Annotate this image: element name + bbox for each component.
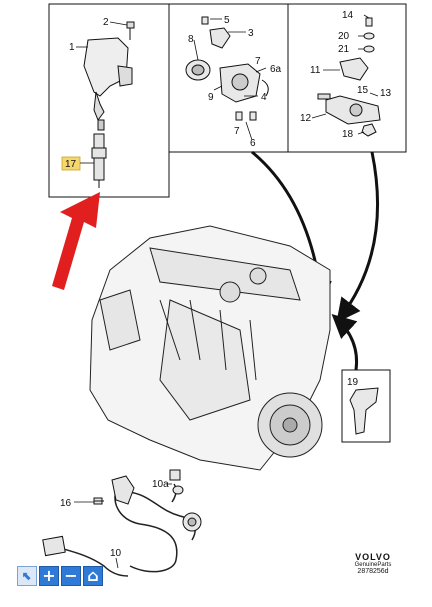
callout-7-upper: 7 bbox=[255, 56, 261, 67]
brand-subtitle: GenuineParts bbox=[354, 562, 392, 568]
callout-17-highlight bbox=[61, 156, 81, 171]
knock-sensor-parts bbox=[42, 469, 202, 557]
callout-6: 6 bbox=[250, 138, 256, 149]
select-cursor-button[interactable]: ⬉ bbox=[17, 566, 37, 586]
zoom-out-button[interactable]: − bbox=[61, 566, 81, 586]
callout-11: 11 bbox=[310, 65, 321, 76]
callout-10a: 10a bbox=[152, 479, 169, 490]
callout-15: 15 bbox=[357, 85, 369, 96]
plus-icon: + bbox=[42, 566, 56, 585]
throttle-sensor-drawing bbox=[185, 16, 269, 121]
spark-plug-drawing bbox=[91, 133, 107, 188]
callout-5: 5 bbox=[224, 15, 230, 26]
callout-9: 9 bbox=[208, 92, 214, 103]
bolt-drawing bbox=[126, 21, 135, 40]
brand-name: VOLVO bbox=[355, 552, 391, 562]
callout-2: 2 bbox=[103, 17, 109, 28]
engine-drawing bbox=[89, 225, 331, 471]
callout-21: 21 bbox=[338, 44, 350, 55]
callout-4: 4 bbox=[261, 92, 267, 103]
callout-12: 12 bbox=[300, 113, 312, 124]
callout-1: 1 bbox=[69, 42, 75, 53]
diagram-number: 2878256d bbox=[357, 568, 389, 575]
callout-10: 10 bbox=[110, 548, 122, 559]
callout-20: 20 bbox=[338, 31, 350, 42]
frame-camshaft-sensor bbox=[287, 3, 407, 153]
callout-3: 3 bbox=[248, 28, 254, 39]
callout-14: 14 bbox=[342, 10, 354, 21]
cursor-icon: ⬉ bbox=[21, 569, 33, 583]
callout-17: 17 bbox=[65, 159, 77, 170]
volvo-branding: VOLVO GenuineParts 2878256d bbox=[338, 552, 408, 575]
minus-icon: − bbox=[64, 566, 78, 585]
callout-8: 8 bbox=[188, 34, 194, 45]
ignition-coil-drawing bbox=[83, 37, 133, 131]
callout-19: 19 bbox=[347, 377, 359, 388]
zoom-in-button[interactable]: + bbox=[39, 566, 59, 586]
callout-16: 16 bbox=[60, 498, 72, 509]
frame-bracket bbox=[341, 369, 391, 443]
callout-18: 18 bbox=[342, 129, 354, 140]
callout-7-lower: 7 bbox=[234, 126, 240, 137]
highlight-arrow bbox=[52, 192, 100, 290]
home-button[interactable]: ⌂ bbox=[83, 566, 103, 586]
leader-lines bbox=[76, 14, 379, 141]
callout-13: 13 bbox=[380, 88, 392, 99]
zoom-toolbar: ⬉ + − ⌂ bbox=[17, 566, 103, 586]
home-icon: ⌂ bbox=[87, 566, 99, 585]
callout-6a: 6a bbox=[270, 64, 282, 75]
